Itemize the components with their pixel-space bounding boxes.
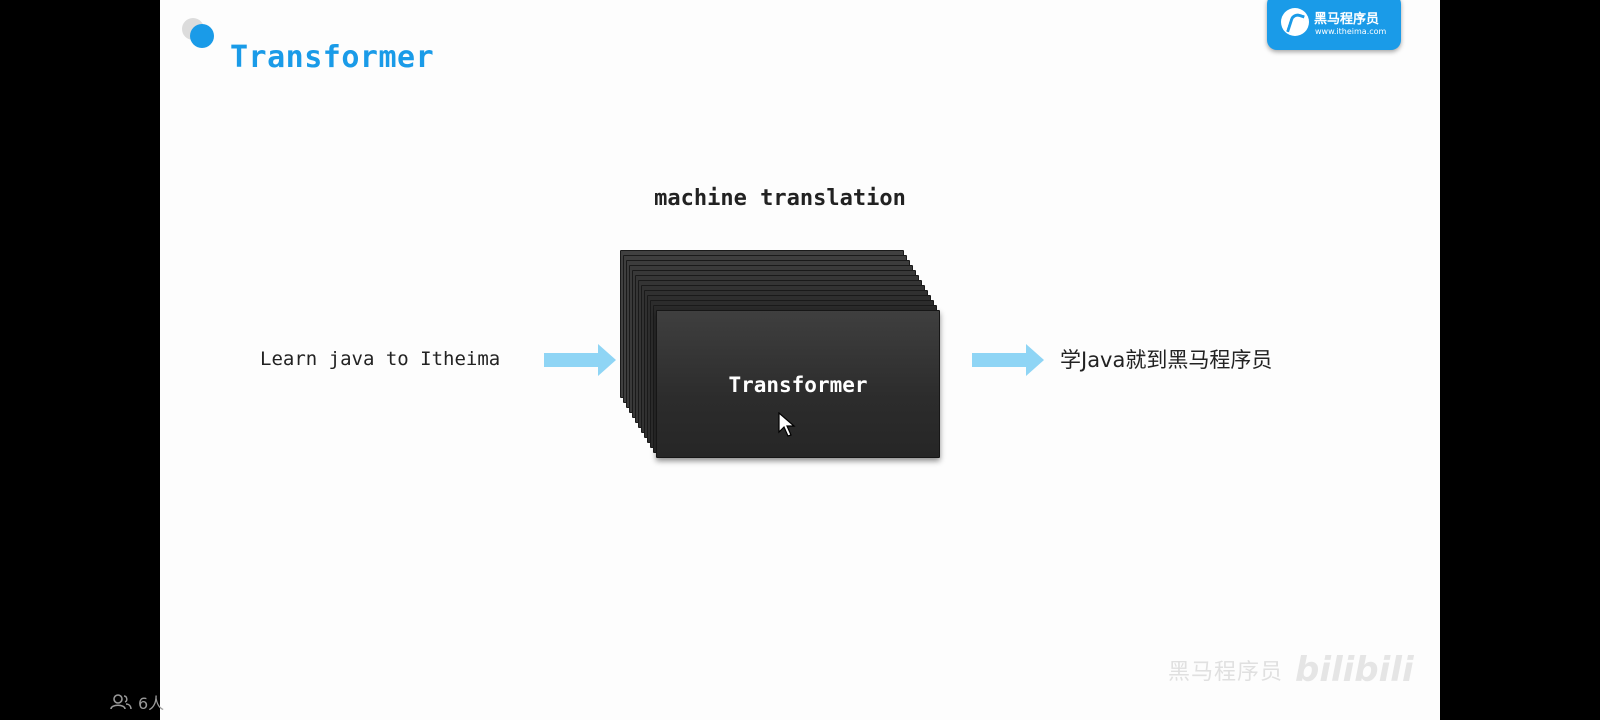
slide: Transformer 黑马程序员 www.itheima.com machin… <box>160 0 1440 720</box>
viewer-count: 6人 <box>110 690 164 714</box>
viewer-count-text: 6人 <box>138 690 164 714</box>
arrow-right-icon <box>544 344 616 376</box>
brand-logo-icon <box>1281 8 1309 36</box>
input-sentence: Learn java to Itheima <box>260 348 500 370</box>
diagram-title: machine translation <box>160 186 1400 211</box>
mouse-cursor-icon <box>778 412 796 438</box>
arrow-right-icon <box>972 344 1044 376</box>
watermark-text: 黑马程序员 <box>1168 654 1283 686</box>
people-icon <box>110 694 132 710</box>
slide-title: Transformer <box>230 40 434 75</box>
bilibili-logo: bilibili <box>1295 650 1414 690</box>
brand-url: www.itheima.com <box>1315 27 1386 36</box>
brand-name: 黑马程序员 <box>1314 8 1379 27</box>
transformer-block: Transformer <box>656 310 940 458</box>
transformer-label: Transformer <box>657 373 939 397</box>
decorative-dot-accent <box>190 24 214 48</box>
brand-badge: 黑马程序员 www.itheima.com <box>1267 0 1401 50</box>
output-sentence: 学Java就到黑马程序员 <box>1060 344 1272 374</box>
